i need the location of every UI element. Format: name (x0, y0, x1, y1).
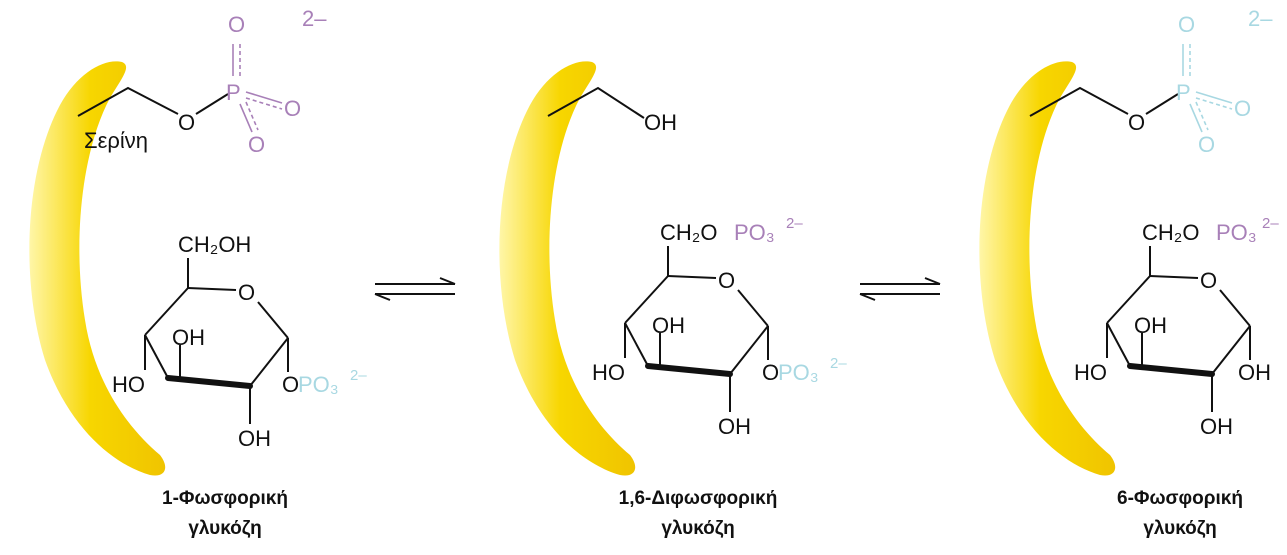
ring-oxygen: O (718, 268, 735, 293)
serine-oh: OH (644, 110, 677, 135)
ch2o-label: CH₂O (660, 220, 717, 245)
oh-c3: OH (652, 313, 685, 338)
name-right-line1: 6-Φωσφορική (1117, 488, 1243, 509)
serine-oxygen: O (1128, 110, 1145, 135)
serine-phosphate-left: O Σερίνη P O O O 2– (77, 6, 327, 157)
ch2oh-label: CH₂OH (178, 232, 251, 257)
po3-c6: PO₃ (734, 220, 775, 245)
phosphate-oxygen-bottom: O (248, 132, 265, 157)
glucose-1-6-bisphosphate: CH₂O PO₃ 2– O HO OH OH O PO₃ 2– (592, 215, 847, 439)
po3-c1: PO₃ (298, 372, 339, 397)
enzyme-shape-left (29, 61, 166, 476)
serine-oxygen: O (178, 110, 195, 135)
po3-c1: PO₃ (778, 360, 819, 385)
oh-c1: OH (1238, 360, 1271, 385)
serine-hydroxyl-middle: OH (547, 86, 677, 135)
enzyme-shape-right (979, 61, 1116, 476)
o-c1: O (762, 360, 779, 385)
ring-oxygen: O (238, 280, 255, 305)
oh-c2: OH (718, 414, 751, 439)
enzyme-shape-middle (499, 61, 636, 476)
serine-phosphate-right: O P O O O 2– (1029, 6, 1273, 157)
oh-c3: OH (1134, 313, 1167, 338)
name-left-line2: γλυκόζη (188, 518, 261, 539)
phosphorus-atom-enzyme: P (226, 80, 241, 105)
po3-c1-charge: 2– (350, 367, 367, 384)
po3-c1-charge: 2– (830, 355, 847, 372)
oh-c4: HO (112, 372, 145, 397)
glucose-6-phosphate: CH₂O PO₃ 2– O HO OH OH OH (1074, 215, 1279, 439)
phosphate-charge: 2– (1248, 6, 1273, 31)
po3-c6-charge: 2– (786, 215, 803, 232)
name-middle-line2: γλυκόζη (661, 518, 734, 539)
glucose-1-phosphate: CH₂OH O HO OH OH O PO₃ 2– (112, 232, 367, 451)
phosphate-oxygen-right: O (1234, 96, 1251, 121)
phosphorus-atom-substrate: P (1176, 80, 1191, 105)
phosphate-oxygen-top: O (1178, 12, 1195, 37)
name-middle-line1: 1,6-Διφωσφορική (619, 488, 778, 509)
oh-c2: OH (1200, 414, 1233, 439)
equilibrium-arrow-1 (374, 277, 456, 301)
oh-c4: HO (1074, 360, 1107, 385)
name-left-line1: 1-Φωσφορική (162, 488, 288, 509)
ring-oxygen: O (1200, 268, 1217, 293)
po3-c6-charge: 2– (1262, 215, 1279, 232)
equilibrium-arrow-2 (859, 277, 941, 301)
oh-c2: OH (238, 426, 271, 451)
oh-c4: HO (592, 360, 625, 385)
serine-label: Σερίνη (84, 128, 148, 153)
phosphate-charge: 2– (302, 6, 327, 31)
name-right-line2: γλυκόζη (1143, 518, 1216, 539)
ch2o-label: CH₂O (1142, 220, 1199, 245)
phosphate-oxygen-bottom: O (1198, 132, 1215, 157)
phosphate-oxygen-right: O (284, 96, 301, 121)
oh-c3: OH (172, 325, 205, 350)
po3-c6: PO₃ (1216, 220, 1257, 245)
o-c1: O (282, 372, 299, 397)
phosphate-oxygen-top: O (228, 12, 245, 37)
